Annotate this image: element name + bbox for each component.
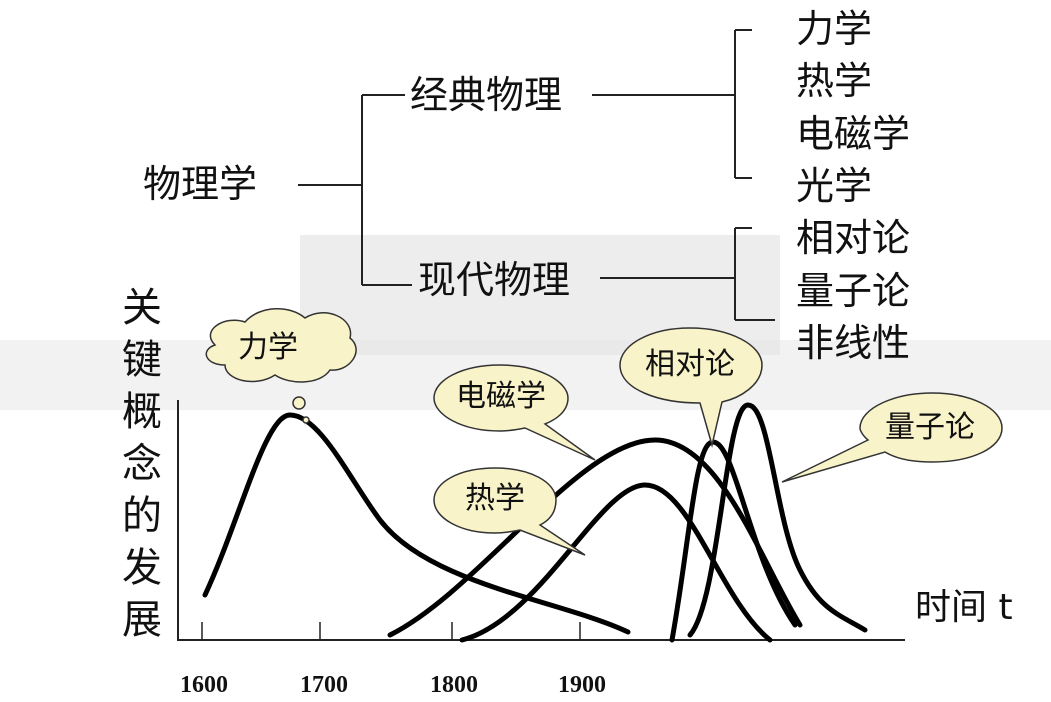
bubble-thermo-shape bbox=[433, 467, 586, 556]
bubble-relativity: 相对论 bbox=[645, 347, 735, 382]
node-electromagnetism: 电磁学 bbox=[796, 112, 911, 156]
axes bbox=[177, 400, 905, 641]
bubble-mechanics-shape bbox=[205, 307, 357, 383]
node-thermodynamics: 热学 bbox=[796, 59, 873, 103]
node-physics: 物理学 bbox=[143, 162, 258, 206]
node-classical-physics: 经典物理 bbox=[410, 73, 563, 117]
tree-lines bbox=[298, 29, 775, 321]
curve-thermo bbox=[459, 482, 773, 643]
node-quantum: 量子论 bbox=[796, 269, 911, 313]
node-modern-physics: 现代物理 bbox=[418, 258, 571, 302]
curve-mechanics bbox=[202, 412, 631, 635]
bubble-relativity-shape bbox=[619, 327, 763, 448]
node-relativity: 相对论 bbox=[796, 216, 911, 260]
curve-relativity bbox=[669, 439, 798, 643]
tick-1900: 1900 bbox=[558, 672, 606, 698]
node-nonlinear: 非线性 bbox=[796, 321, 911, 365]
bubble-em-shape bbox=[433, 364, 596, 461]
x-axis-label: 时间 t bbox=[915, 587, 1013, 628]
bubble-mechanics: 力学 bbox=[238, 330, 298, 365]
bubble-quantum-shape bbox=[781, 392, 1003, 483]
curve-quantum bbox=[687, 402, 868, 638]
x-ticks bbox=[201, 622, 581, 640]
node-mechanics: 力学 bbox=[796, 7, 873, 51]
bubble-thermo: 热学 bbox=[465, 481, 525, 516]
tick-1600: 1600 bbox=[180, 672, 228, 698]
y-axis-label: 关键概念的发展 bbox=[122, 285, 162, 643]
tick-1800: 1800 bbox=[430, 672, 478, 698]
node-optics: 光学 bbox=[796, 164, 873, 208]
bubble-em: 电磁学 bbox=[456, 379, 546, 414]
bubble-quantum: 量子论 bbox=[885, 410, 975, 445]
tick-1700: 1700 bbox=[300, 672, 348, 698]
